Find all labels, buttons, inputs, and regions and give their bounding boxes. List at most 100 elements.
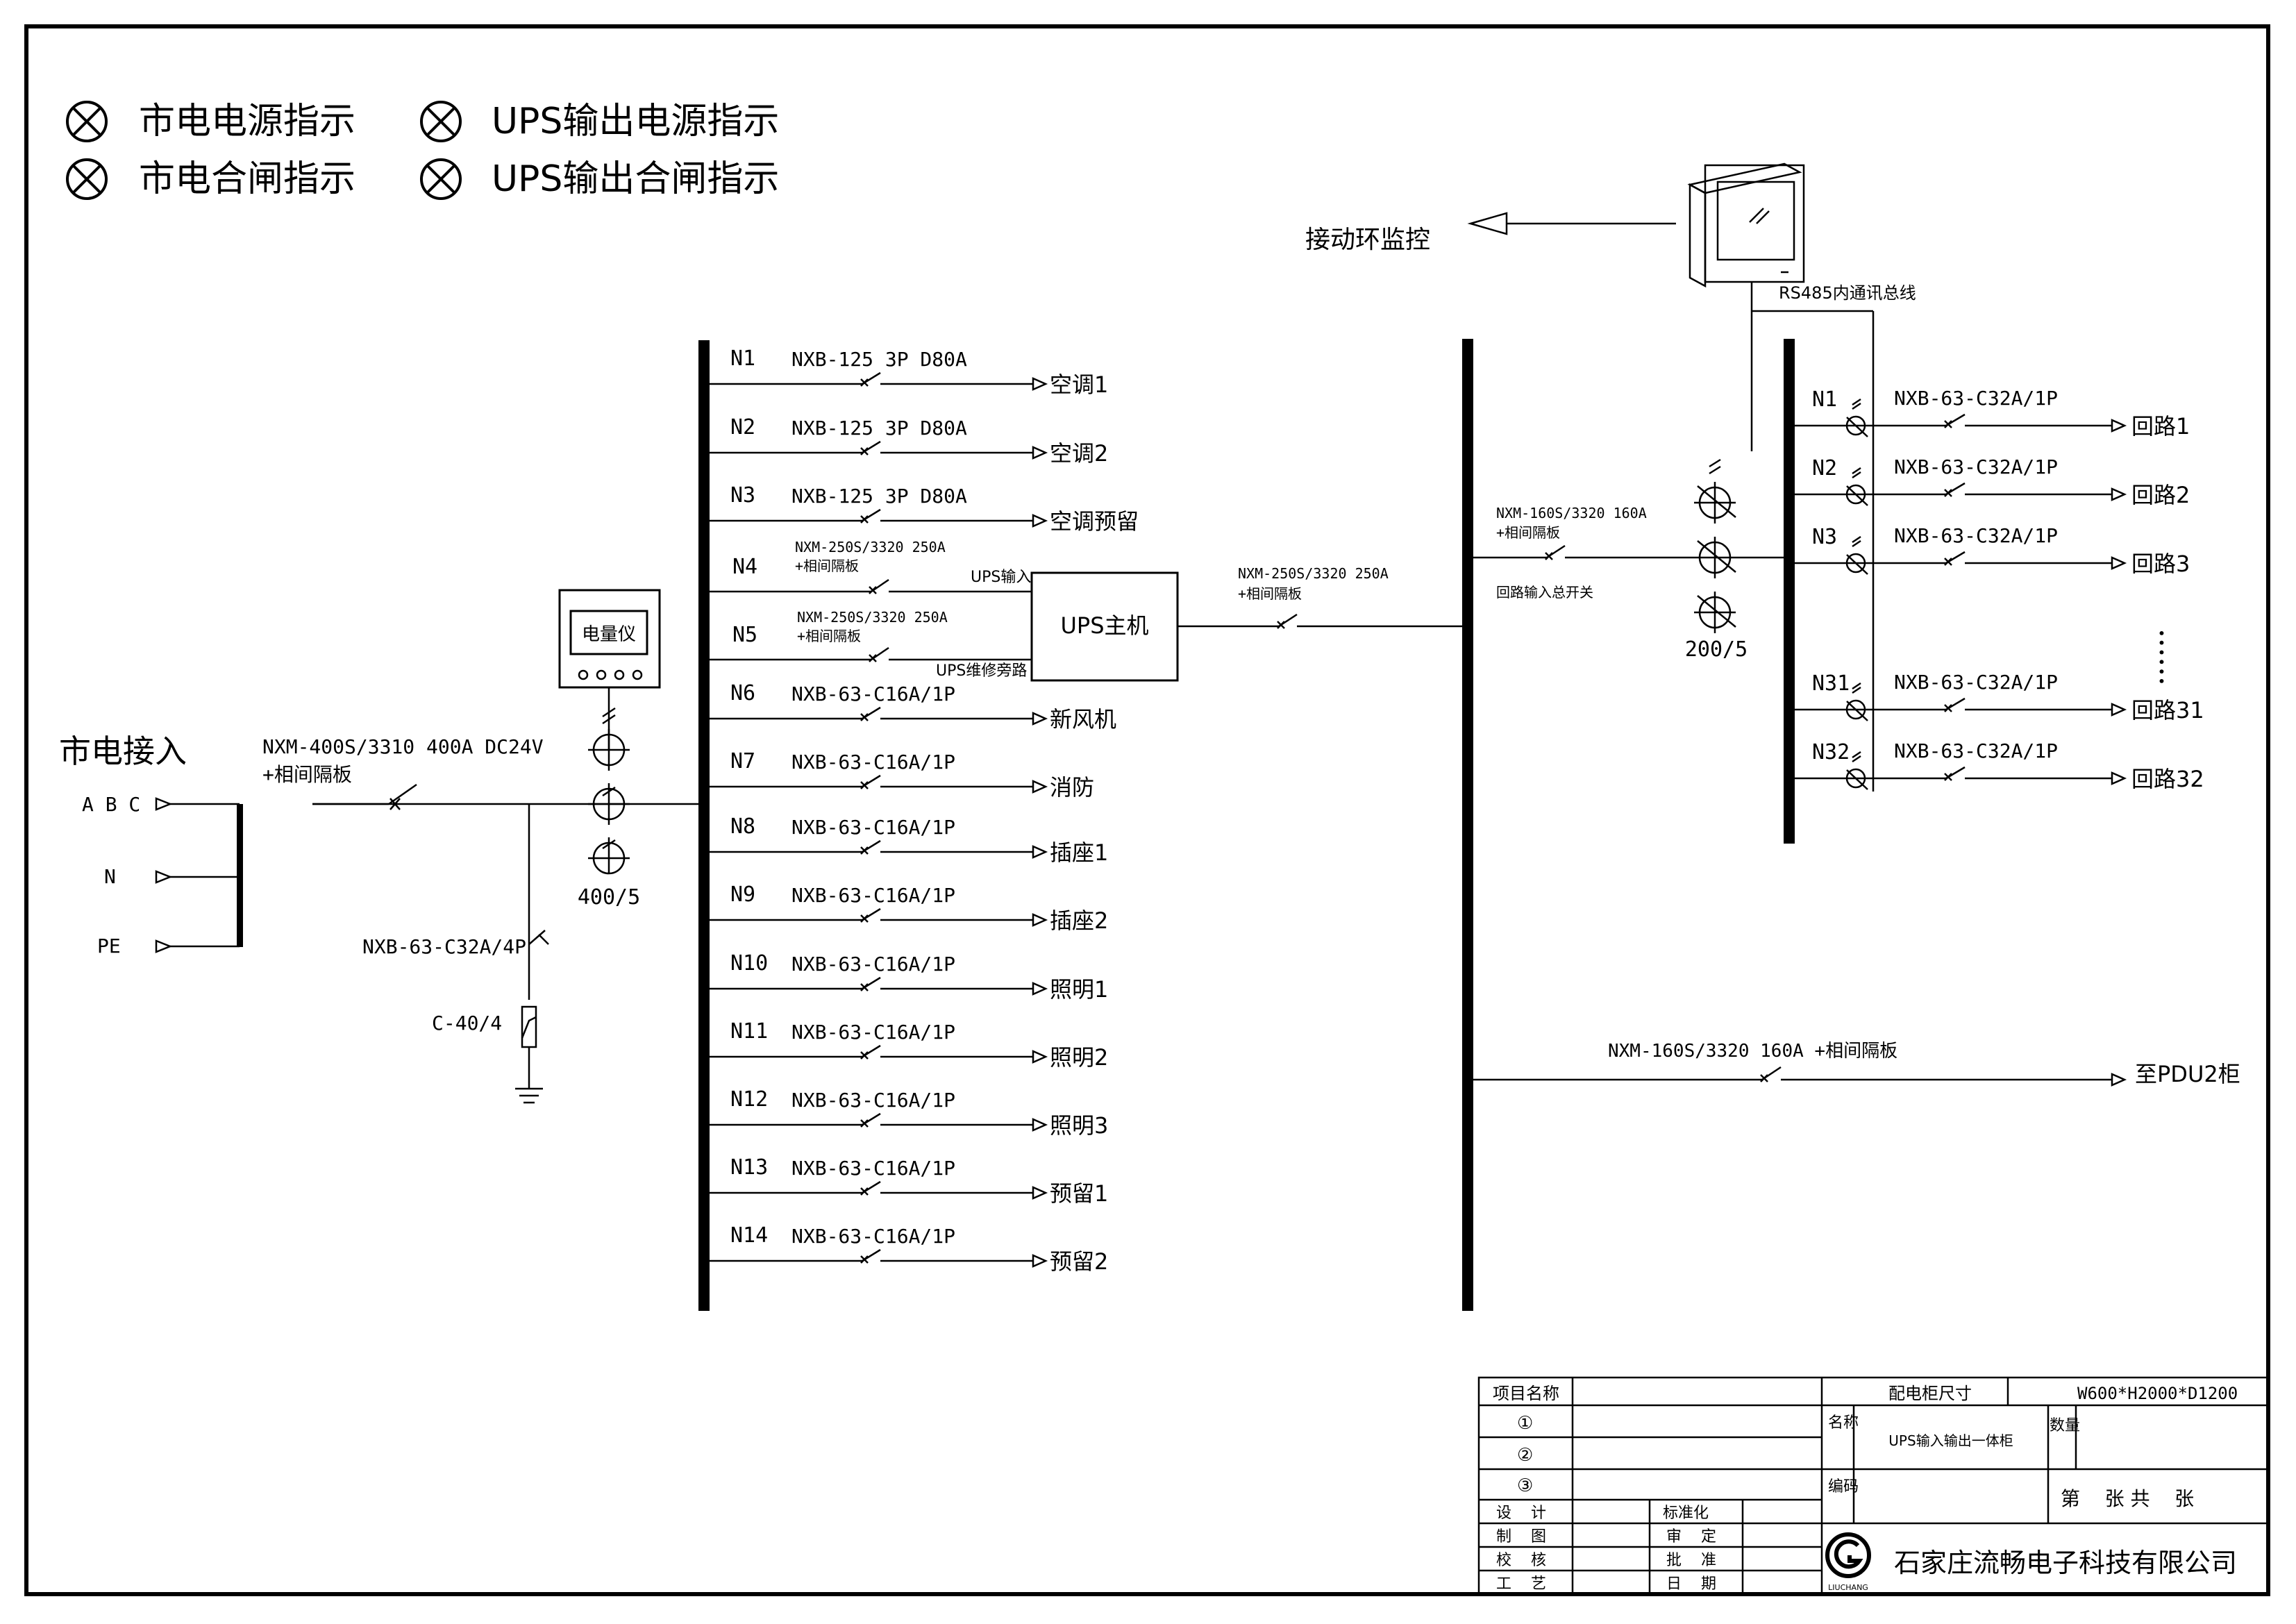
breaker-icon xyxy=(710,774,1048,794)
branch-id: N3 xyxy=(730,483,755,508)
sheet-count: 第 张 共 张 xyxy=(2061,1487,2194,1510)
circuit-load-label: 回路2 xyxy=(2131,482,2190,508)
date-label: 日 期 xyxy=(1666,1575,1716,1593)
approve-label: 批 准 xyxy=(1666,1552,1716,1569)
branch-load-label: 消防 xyxy=(1050,774,1094,801)
indicator-lamp-icon xyxy=(66,158,108,200)
current-transformer-icon xyxy=(1845,682,1868,721)
branch-load-label: 插座2 xyxy=(1050,907,1108,934)
circuit-busbar xyxy=(1784,339,1795,844)
indicator-lamp-icon xyxy=(420,158,462,200)
breaker-icon xyxy=(1795,482,2127,501)
output-ct-ratio: 200/5 xyxy=(1685,637,1748,662)
n5-breaker-spec: NXM-250S/3320 250A xyxy=(797,609,948,626)
row-3-label: ③ xyxy=(1517,1475,1533,1496)
breaker-icon xyxy=(1795,697,2127,717)
row-1-label: ① xyxy=(1517,1413,1533,1434)
branch-breaker-spec: NXB-125 3P D80A xyxy=(791,485,967,508)
ups-section: N4 N5 NXM-250S/3320 250A +相间隔板 NXM-250S/… xyxy=(710,539,1465,682)
branch-breaker-spec: NXB-63-C16A/1P xyxy=(791,1021,955,1044)
branch-load-label: 空调1 xyxy=(1050,371,1108,398)
branch-n3: N3 NXB-125 3P D80A 空调预留 xyxy=(710,483,1139,535)
company-name: 石家庄流畅电子科技有限公司 xyxy=(1894,1548,2237,1578)
legend-ups-output-closing: UPS输出合闸指示 xyxy=(492,158,779,200)
circuit-id: N31 xyxy=(1812,671,1850,696)
circuit-load-label: 回路3 xyxy=(2131,551,2190,577)
ups-bypass-label: UPS维修旁路 xyxy=(936,662,1027,680)
current-transformer-icon xyxy=(1694,458,1736,633)
ups-output-breaker-spec: NXM-250S/3320 250A xyxy=(1238,565,1389,582)
pdu-target-label: 至PDU2柜 xyxy=(2135,1061,2240,1087)
branch-load-label: 照明3 xyxy=(1050,1112,1108,1139)
output-main-note: +相间隔板 xyxy=(1496,524,1560,541)
mains-input: 市电接入 A B C N PE NXM-400S/3310 400A DC24V… xyxy=(59,589,701,1104)
input-busbar xyxy=(237,804,243,947)
branch-id: N2 xyxy=(730,415,755,440)
breaker-icon xyxy=(710,976,1048,996)
legend: 市电电源指示 UPS输出电源指示 市电合闸指示 UPS输出合闸指示 xyxy=(66,101,779,200)
ups-host-label: UPS主机 xyxy=(1060,612,1148,639)
neutral-label: N xyxy=(104,865,116,888)
branch-breaker-spec: NXB-63-C16A/1P xyxy=(791,953,955,976)
branch-breaker-spec: NXB-125 3P D80A xyxy=(791,417,967,440)
ups-input-label: UPS输入 xyxy=(971,569,1031,586)
project-name-label: 项目名称 xyxy=(1493,1384,1559,1403)
name-value: UPS输入输出一体柜 xyxy=(1888,1432,2013,1449)
indicator-lamp-icon xyxy=(66,101,108,142)
output-main-breaker-icon xyxy=(1473,544,1788,560)
logo-text: LIUCHANG xyxy=(1828,1583,1868,1592)
branch-load-label: 空调预留 xyxy=(1050,508,1139,535)
circuit-id: N2 xyxy=(1812,456,1837,480)
breaker-icon xyxy=(710,839,1048,859)
monitoring: 接动环监控 RS485内通讯总线 xyxy=(1305,162,1916,792)
output-main-label: 回路输入总开关 xyxy=(1496,584,1593,601)
current-transformer-icon xyxy=(1845,751,1868,790)
branch-load-label: 新风机 xyxy=(1050,706,1116,733)
branch-breaker-spec: NXB-63-C16A/1P xyxy=(791,1225,955,1248)
ups-output-breaker-note: +相间隔板 xyxy=(1238,585,1302,602)
ground-icon xyxy=(515,1087,543,1104)
surge-protector-icon xyxy=(521,1005,537,1089)
circuit-breaker-spec: NXB-63-C32A/1P xyxy=(1894,524,2058,547)
circuit-breaker-spec: NXB-63-C32A/1P xyxy=(1894,455,2058,478)
distribution-busbar xyxy=(698,340,710,1311)
breaker-icon xyxy=(710,1112,1048,1132)
breaker-icon xyxy=(1795,413,2127,433)
design-label: 设 计 xyxy=(1496,1505,1546,1522)
breaker-icon xyxy=(710,1248,1048,1268)
standard-label: 标准化 xyxy=(1663,1505,1709,1522)
drawing-border xyxy=(24,24,2270,1596)
ct-ratio-label: 400/5 xyxy=(578,885,640,910)
terminal-arrow-icon xyxy=(155,870,173,884)
branch-id-n4: N4 xyxy=(732,555,757,579)
name-label: 名称 xyxy=(1828,1414,1859,1432)
breaker-icon xyxy=(710,1180,1048,1200)
code-label: 编码 xyxy=(1828,1478,1859,1496)
ups-output-busbar xyxy=(1462,339,1473,1311)
n4-breaker-spec: NXM-250S/3320 250A xyxy=(795,539,946,555)
breaker-icon xyxy=(710,706,1048,726)
pe-label: PE xyxy=(97,935,121,957)
branch-id: N14 xyxy=(730,1223,768,1248)
main-breaker-icon xyxy=(312,783,417,810)
legend-mains-power: 市电电源指示 xyxy=(139,101,355,142)
process-label: 工 艺 xyxy=(1496,1575,1546,1593)
pdu-breaker-spec: NXM-160S/3320 160A +相间隔板 xyxy=(1608,1041,1897,1062)
branch-id: N1 xyxy=(730,346,755,371)
main-breaker-spec: NXM-400S/3310 400A DC24V xyxy=(262,735,544,758)
terminal-arrow-icon xyxy=(155,939,173,953)
